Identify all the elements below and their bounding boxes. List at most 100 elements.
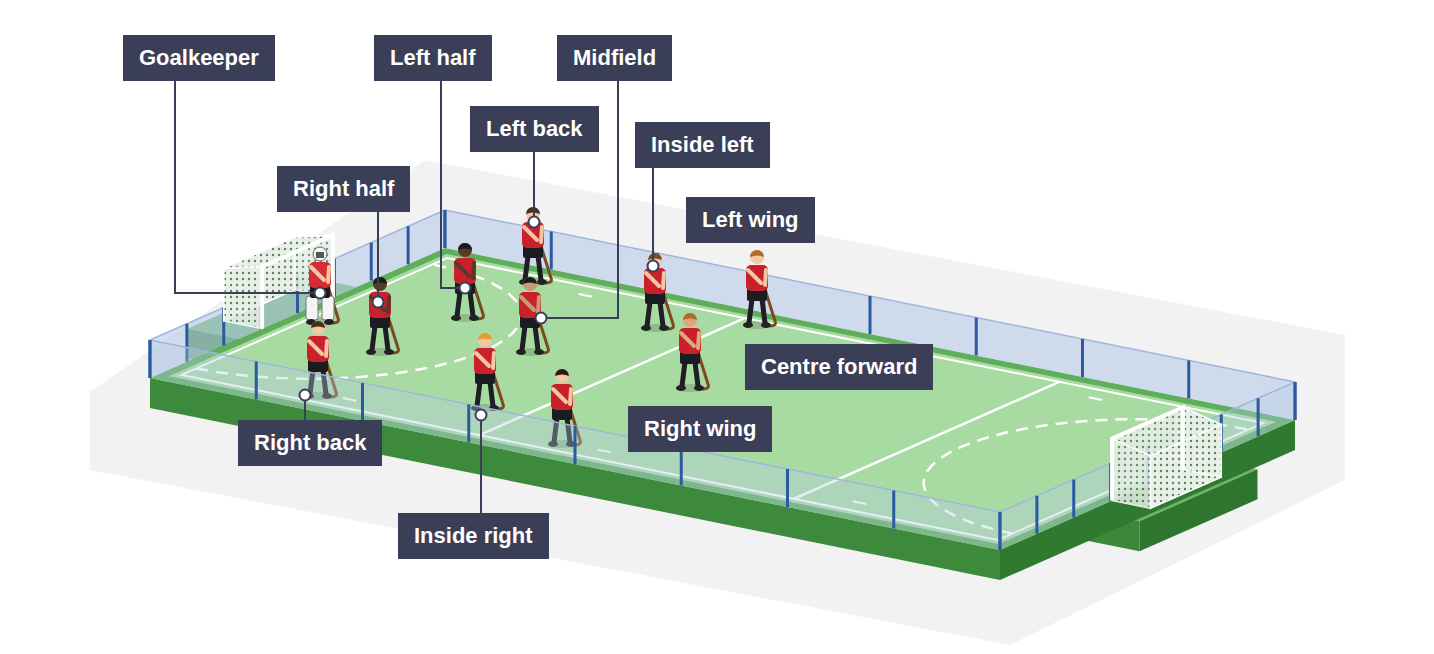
leader-dot — [300, 390, 311, 401]
position-label: Centre forward — [745, 344, 933, 390]
player-figure — [516, 277, 548, 356]
platform — [90, 160, 1345, 645]
player-figure — [519, 207, 551, 286]
player-figure — [313, 247, 327, 261]
player-figure — [311, 321, 325, 328]
player-figure — [523, 277, 537, 284]
board-wall — [999, 512, 1002, 550]
leader-dot — [476, 410, 487, 421]
player-figure — [516, 349, 526, 355]
player-figure — [458, 243, 472, 250]
player-figure — [371, 297, 384, 310]
goal — [224, 235, 333, 328]
board-wall — [1000, 382, 1295, 512]
position-name: Midfield — [573, 45, 656, 71]
goal — [224, 267, 262, 329]
player-figure — [522, 326, 525, 350]
board-wall — [370, 243, 373, 281]
player-figure — [369, 292, 391, 318]
player-figure — [306, 247, 338, 326]
player-figure — [762, 299, 765, 323]
player-figure — [493, 353, 494, 368]
player-figure — [648, 253, 662, 260]
player-figure — [473, 263, 474, 278]
position-label: Goalkeeper — [123, 35, 275, 81]
position-label: Left half — [374, 35, 492, 81]
player-figure — [534, 349, 544, 355]
player-figure — [309, 341, 322, 354]
player-figure — [676, 313, 708, 392]
player-figure — [695, 362, 698, 386]
player-figure — [366, 277, 398, 356]
player-figure — [372, 326, 375, 350]
player-figure — [306, 296, 318, 320]
leader-line — [480, 415, 482, 513]
position-label: Left back — [470, 106, 599, 152]
player-figure — [477, 382, 480, 406]
player-figure — [311, 267, 324, 280]
player-figure — [316, 252, 324, 258]
player-figure — [471, 333, 503, 412]
position-name: Left back — [486, 116, 583, 142]
player-figure — [641, 325, 651, 331]
player-figure — [322, 296, 334, 320]
leader-dot — [536, 313, 547, 324]
position-name: Right half — [293, 176, 394, 202]
position-label: Right wing — [628, 406, 772, 452]
player-figure — [663, 273, 664, 288]
player-figure — [641, 324, 669, 332]
leader-dot — [315, 288, 326, 299]
player-figure — [476, 353, 489, 366]
player-figure — [676, 384, 704, 392]
player-figure — [373, 277, 387, 291]
position-label: Midfield — [557, 35, 672, 81]
player-figure — [457, 292, 460, 316]
board-wall — [680, 448, 683, 486]
board-wall — [786, 469, 789, 507]
position-label: Left wing — [686, 197, 815, 243]
board-wall — [407, 226, 410, 264]
player-figure — [646, 273, 659, 286]
player-figure — [388, 297, 389, 312]
board-wall — [445, 210, 1295, 382]
board-wall — [444, 210, 447, 248]
player-figure — [521, 297, 534, 310]
leader-dot — [648, 261, 659, 272]
player-figure — [451, 243, 483, 322]
player-figure — [456, 263, 469, 276]
player-figure — [373, 277, 387, 284]
board-wall — [1072, 480, 1075, 518]
player-figure — [746, 265, 768, 291]
board-wall — [999, 512, 1002, 550]
player-figure — [458, 243, 472, 257]
board-wall — [150, 340, 1000, 550]
board-wall — [1035, 496, 1038, 534]
player-figure — [761, 322, 771, 328]
player-figure — [385, 326, 388, 350]
board-wall — [574, 426, 577, 464]
board-wall — [467, 405, 470, 443]
player-figure — [570, 389, 571, 404]
player-figure — [470, 292, 473, 316]
player-figure — [311, 321, 325, 335]
position-name: Right back — [254, 430, 366, 456]
player-figure — [490, 382, 493, 406]
player-figure — [328, 267, 329, 282]
player-figure — [641, 253, 673, 332]
player-figure — [676, 385, 686, 391]
position-name: Centre forward — [761, 354, 917, 380]
pitch-markings — [579, 294, 593, 297]
position-label: Right half — [277, 166, 410, 212]
board-wall — [1294, 382, 1297, 420]
board-wall — [150, 210, 445, 340]
player-figure — [748, 270, 761, 283]
player-figure — [525, 256, 528, 280]
player-figure — [659, 325, 669, 331]
player-figure — [694, 385, 704, 391]
leader-line — [441, 81, 465, 288]
player-figure — [681, 333, 694, 346]
board-wall — [444, 210, 447, 248]
player-figure — [683, 313, 697, 327]
